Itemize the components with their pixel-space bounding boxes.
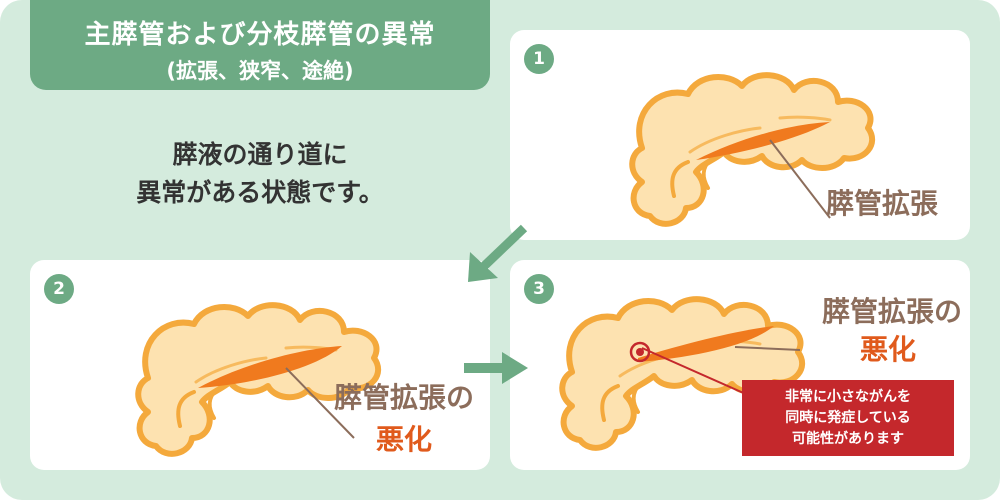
title-main: 主膵管および分枝膵管の異常: [84, 20, 436, 50]
label-worsening: 悪化: [376, 423, 433, 456]
step-number-badge: 3: [524, 274, 554, 304]
dilated-duct: [198, 346, 342, 388]
leader-line: [769, 139, 831, 219]
warning-line-3: 可能性があります: [792, 431, 904, 447]
dilated-duct: [638, 326, 774, 362]
arrow-panel2-to-panel3: [464, 352, 528, 384]
pancreas-illustration: [620, 58, 890, 238]
description-line-2: 異常がある状態です。: [136, 178, 384, 207]
step-number-badge: 2: [44, 274, 74, 304]
warning-connector: [641, 347, 749, 396]
warning-box: 非常に小さながんを 同時に発症している 可能性があります: [742, 380, 954, 456]
panel-3: 3 膵管拡張の 悪化 非常に小さながんを 同時に発症している 可能性があります: [510, 260, 970, 470]
dilated-duct: [696, 122, 830, 160]
title-banner: 主膵管および分枝膵管の異常 (拡張、狭窄、途絶): [30, 0, 490, 90]
description-text: 膵液の通り道に 異常がある状態です。: [90, 136, 430, 212]
warning-line-1: 非常に小さながんを: [785, 389, 911, 405]
arrow-panel1-to-panel2: [468, 224, 528, 282]
label-duct-dilation: 膵管拡張の: [334, 381, 475, 414]
pancreas-illustration: [550, 282, 820, 462]
leader-line: [285, 367, 355, 439]
step-number-badge: 1: [524, 44, 554, 74]
label-worsening: 悪化: [860, 333, 917, 366]
leader-line: [734, 346, 801, 351]
panel-1: 1 膵管拡張: [510, 30, 970, 240]
label-duct-dilation: 膵管拡張の: [822, 295, 963, 328]
panel-2: 2 膵管拡張の 悪化: [30, 260, 490, 470]
warning-line-2: 同時に発症している: [785, 410, 911, 426]
title-subtitle: (拡張、狭窄、途絶): [166, 59, 354, 83]
pancreas-illustration: [126, 288, 396, 468]
description-line-1: 膵液の通り道に: [172, 140, 348, 169]
label-duct-dilation: 膵管拡張: [826, 187, 939, 220]
tumor-dot: [636, 348, 644, 356]
